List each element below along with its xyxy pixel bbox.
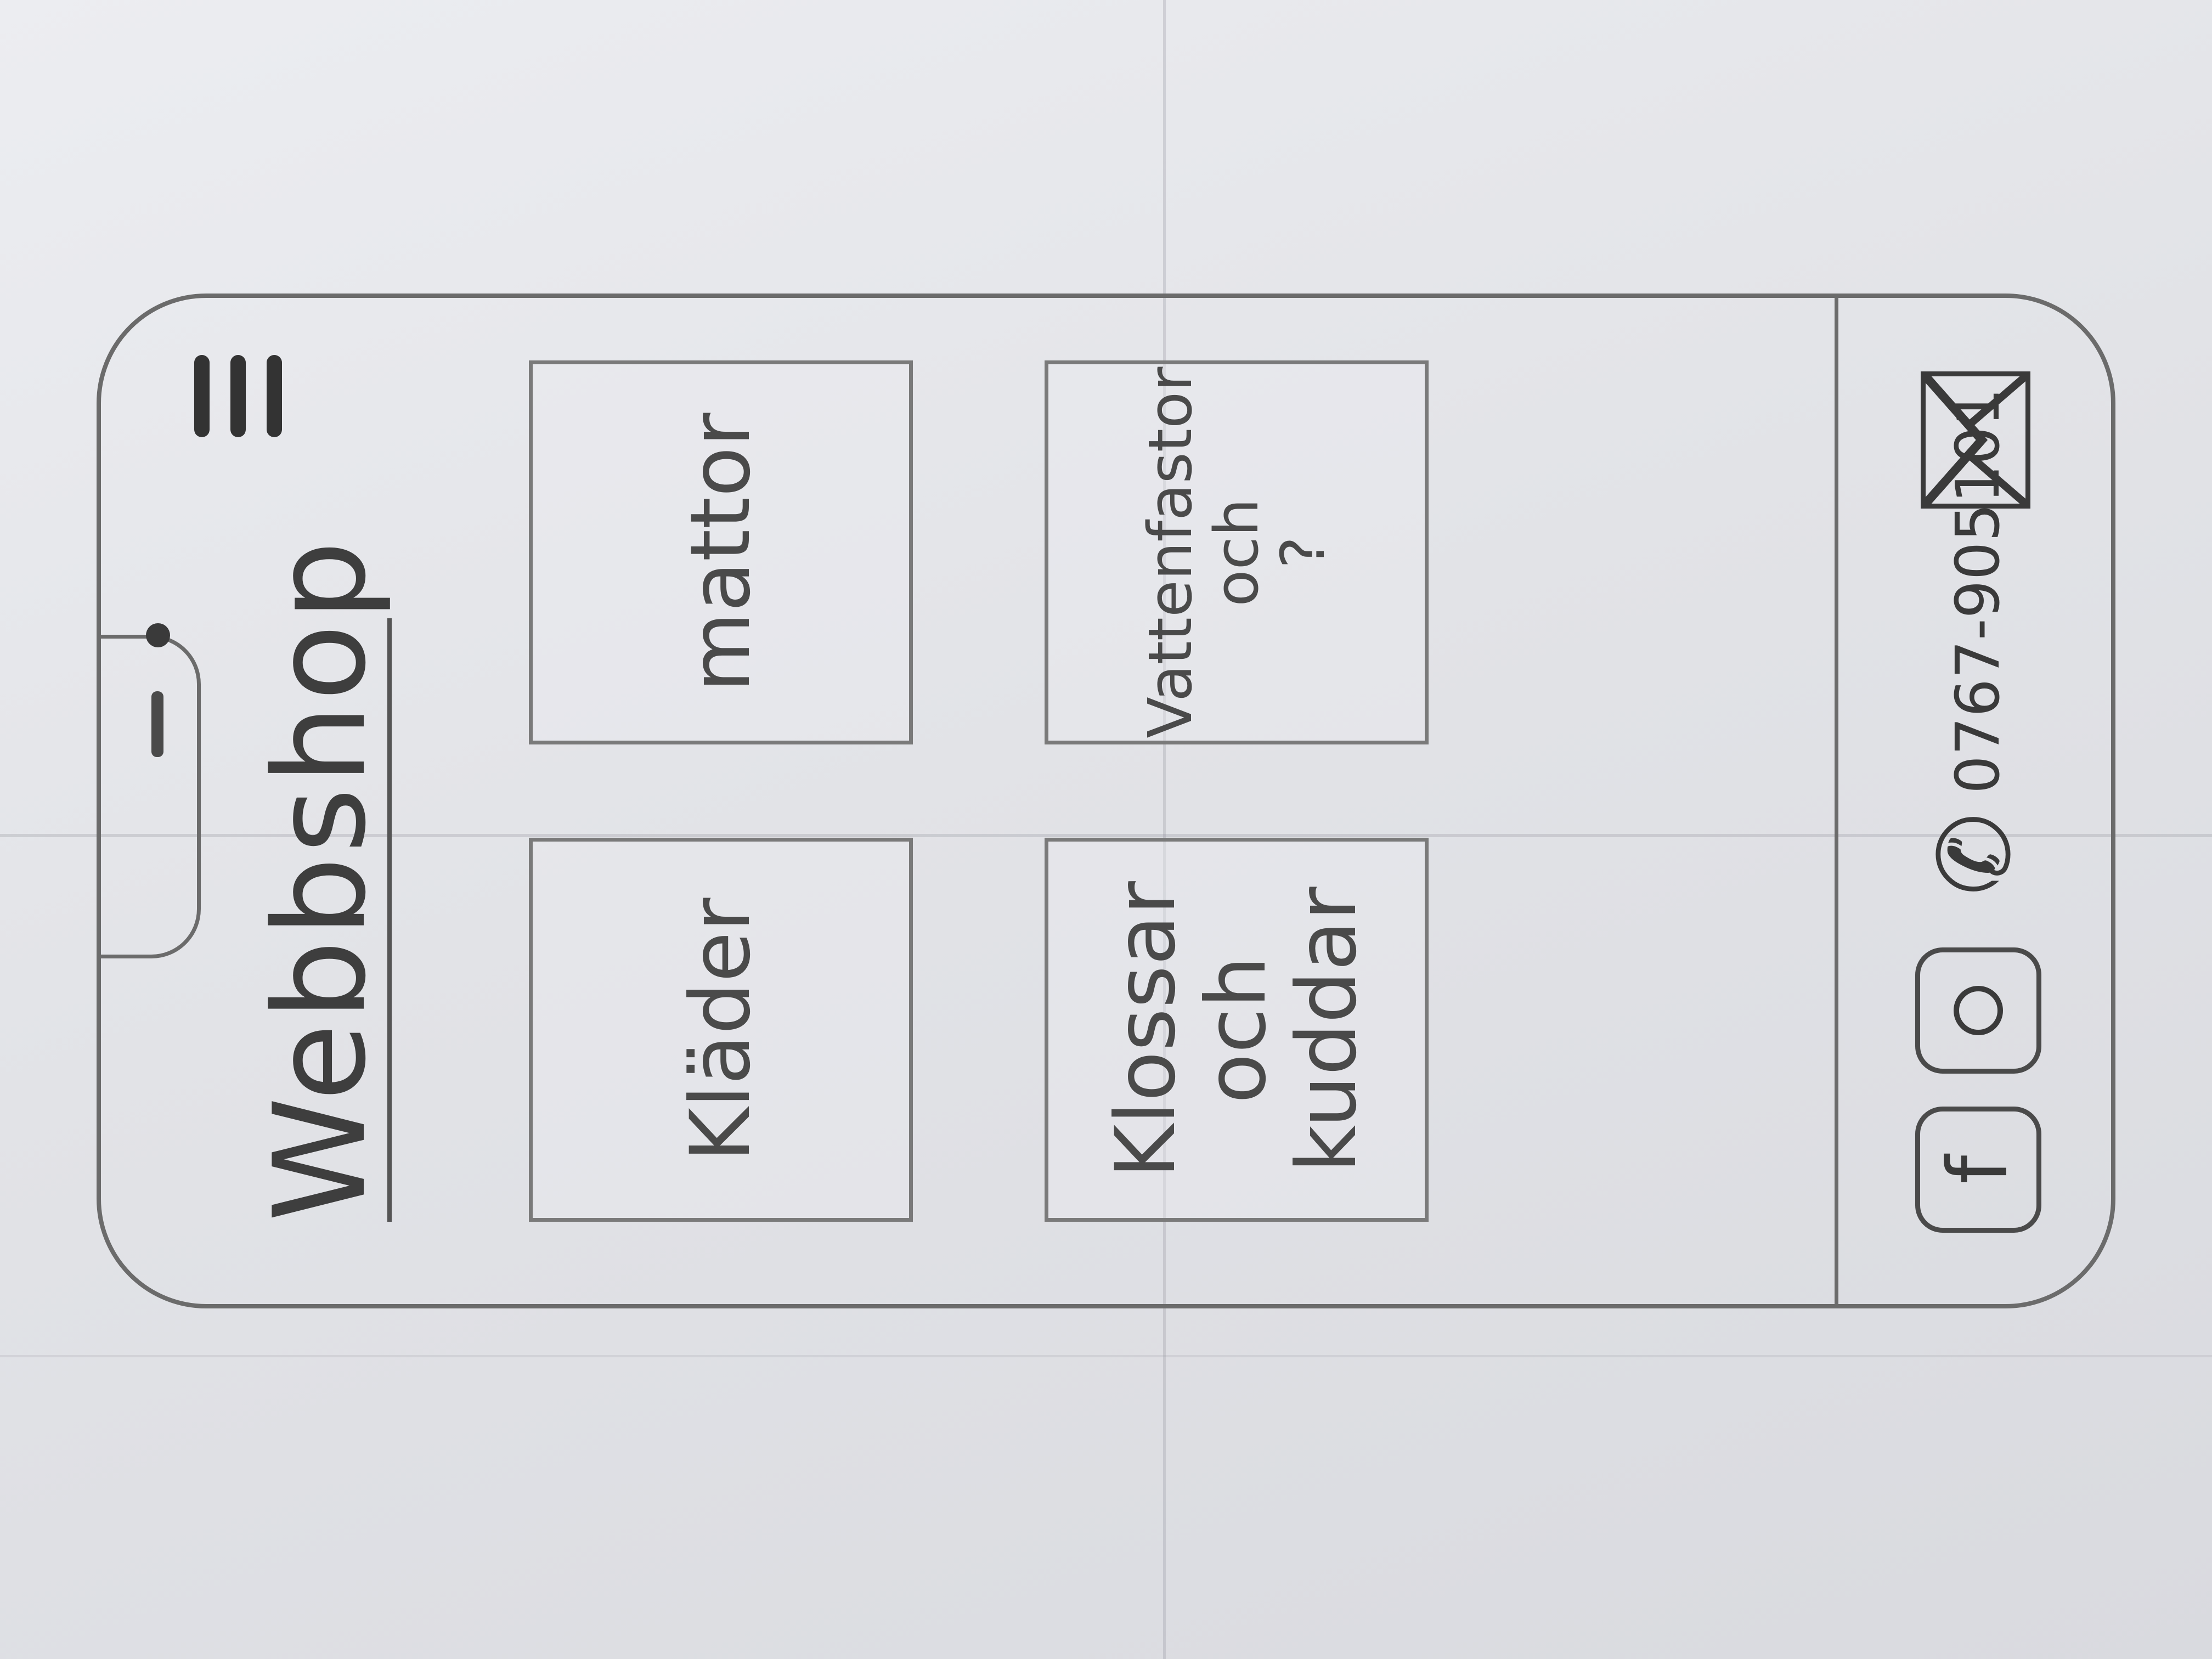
camera-dot [146,623,170,647]
menu-line [267,355,282,437]
paper-fold-vertical [1163,0,1166,1659]
instagram-icon[interactable] [1915,947,2041,1074]
footer: f ✆ 0767-905101 [1835,298,2109,1304]
menu-line [194,355,210,437]
category-tile-klossar[interactable]: Klossar och kuddar [1045,838,1429,1222]
paper-fold-lower [0,1355,2212,1357]
phone-notch [97,623,201,958]
category-label: mattor [673,413,769,692]
speaker-slot [151,691,163,757]
instagram-lens [1954,986,2003,1035]
category-label: Klossar och kuddar [1098,881,1375,1178]
mail-envelope-svg [1926,376,2025,504]
category-tile-kläder[interactable]: Kläder [529,838,913,1222]
facebook-glyph: f [1931,1155,2026,1184]
phone-icon[interactable]: ✆ [1918,812,2033,896]
category-label: Kläder [673,898,769,1162]
page-title: Webbshop [247,537,394,1222]
paper-fold-horizontal [0,834,2212,837]
phone-frame: Webbshop Kläder mattor Klossar och kudda… [97,294,2115,1308]
hamburger-menu-icon[interactable] [194,355,304,437]
category-tile-vattenfastor[interactable]: Vattenfastor och ? [1045,360,1429,744]
category-tile-mattor[interactable]: mattor [529,360,913,744]
category-label: Vattenfastor och ? [1135,366,1338,738]
menu-line [230,355,246,437]
facebook-icon[interactable]: f [1915,1107,2041,1233]
mail-icon[interactable] [1921,371,2030,509]
